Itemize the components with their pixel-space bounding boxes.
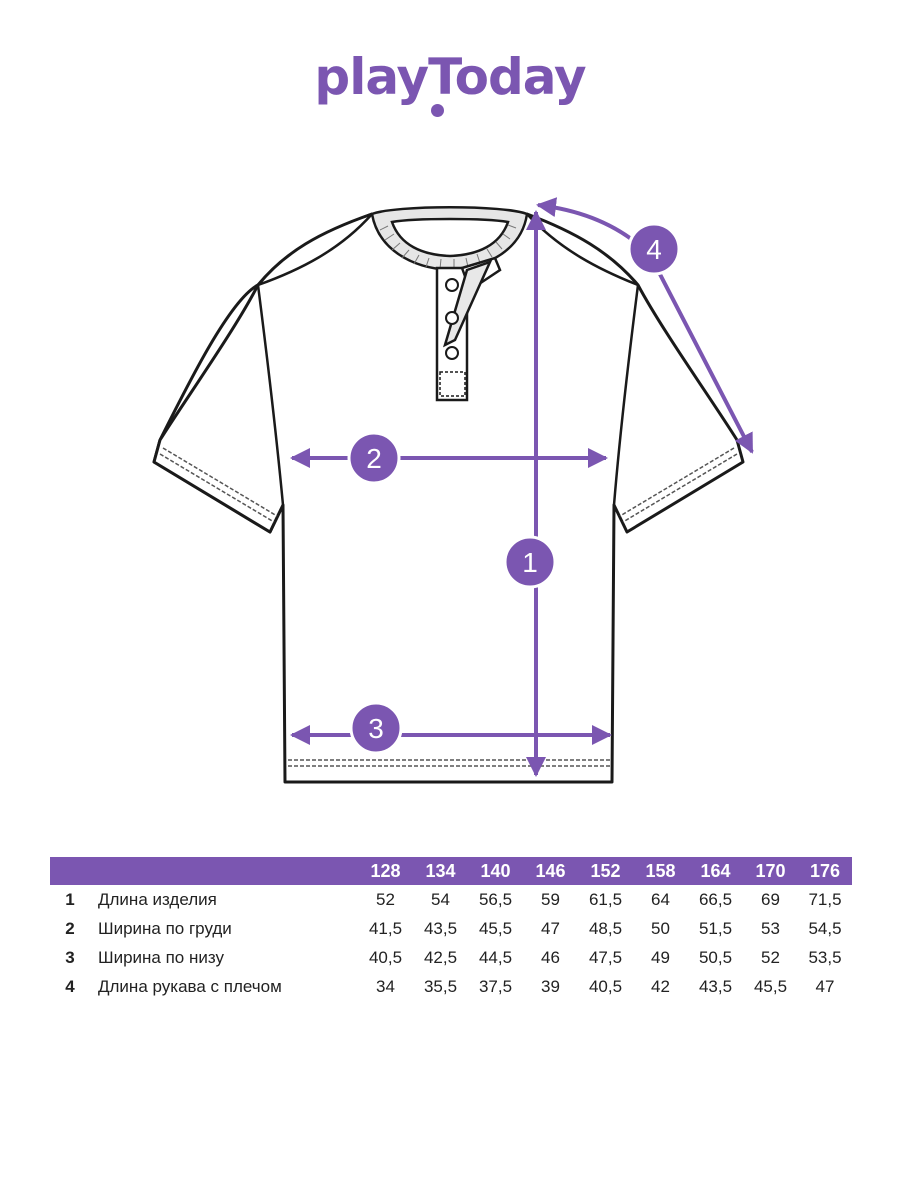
size-table: 128 134 140 146 152 158 164 170 176 1 Дл…: [50, 857, 852, 1001]
table-cell: 40,5: [368, 947, 403, 967]
table-cell: 51,5: [698, 918, 733, 938]
table-cell: 47: [815, 976, 835, 996]
table-cell: 52: [761, 947, 780, 967]
marker-4-label: 4: [646, 234, 662, 265]
size-header: 176: [798, 857, 852, 885]
table-cell: 50: [651, 918, 670, 938]
logo-dot: [431, 104, 444, 117]
table-cell: 53,5: [808, 947, 842, 967]
table-cell: 43,5: [423, 918, 458, 938]
table-cell: 66,5: [698, 889, 733, 909]
table-cell: 37,5: [478, 976, 513, 996]
table-cell: 64: [651, 889, 670, 909]
table-cell: 46: [541, 947, 560, 967]
table-cell: 61,5: [588, 889, 623, 909]
header-blank: [50, 857, 90, 885]
marker-3-label: 3: [368, 713, 384, 744]
placket: [435, 256, 502, 402]
table-cell: 49: [651, 947, 670, 967]
row-number: 4: [65, 976, 75, 996]
row-label: Ширина по низу: [98, 947, 224, 967]
row-number: 2: [65, 918, 75, 938]
table-row: 2 Ширина по груди 41,5 43,5 45,5 47 48,5…: [50, 914, 852, 943]
buttons: [445, 278, 459, 360]
table-cell: 69: [761, 889, 780, 909]
marker-1-label: 1: [522, 547, 538, 578]
table-cell: 43,5: [698, 976, 733, 996]
size-header: 158: [633, 857, 688, 885]
size-header: 128: [358, 857, 413, 885]
table-cell: 47,5: [588, 947, 623, 967]
table-cell: 50,5: [698, 947, 733, 967]
table-cell: 71,5: [808, 889, 842, 909]
size-header: 170: [743, 857, 798, 885]
size-header: 134: [413, 857, 468, 885]
size-header-row: 128 134 140 146 152 158 164 170 176: [50, 857, 852, 885]
table-cell: 48,5: [588, 918, 623, 938]
marker-4: 4: [627, 222, 681, 276]
table-cell: 44,5: [478, 947, 513, 967]
table-cell: 39: [541, 976, 560, 996]
table-cell: 42: [651, 976, 670, 996]
header-blank: [90, 857, 358, 885]
table-cell: 45,5: [478, 918, 513, 938]
row-label: Длина рукава с плечом: [98, 976, 282, 996]
table-row: 3 Ширина по низу 40,5 42,5 44,5 46 47,5 …: [50, 943, 852, 972]
marker-2-label: 2: [366, 443, 382, 474]
collar: [370, 206, 529, 272]
table-cell: 59: [541, 889, 560, 909]
table-cell: 53: [761, 918, 780, 938]
tshirt-diagram: 1 2 3 4: [152, 197, 754, 784]
size-header: 140: [468, 857, 523, 885]
row-number: 1: [65, 889, 75, 909]
size-header: 146: [523, 857, 578, 885]
marker-3: 3: [349, 701, 403, 755]
row-number: 3: [65, 947, 75, 967]
size-header: 164: [688, 857, 743, 885]
table-cell: 54: [431, 889, 450, 909]
table-cell: 54,5: [808, 918, 842, 938]
table-cell: 42,5: [423, 947, 458, 967]
table-cell: 34: [376, 976, 395, 996]
table-cell: 35,5: [423, 976, 458, 996]
table-cell: 41,5: [368, 918, 403, 938]
table-row: 1 Длина изделия 52 54 56,5 59 61,5 64 66…: [50, 885, 852, 914]
table-cell: 47: [541, 918, 560, 938]
row-label: Ширина по груди: [98, 918, 232, 938]
table-row: 4 Длина рукава с плечом 34 35,5 37,5 39 …: [50, 972, 852, 1001]
size-header: 152: [578, 857, 633, 885]
table-cell: 45,5: [753, 976, 788, 996]
table-cell: 40,5: [588, 976, 623, 996]
marker-1: 1: [503, 535, 557, 589]
row-label: Длина изделия: [98, 889, 217, 909]
table-cell: 56,5: [478, 889, 513, 909]
marker-2: 2: [347, 431, 401, 485]
table-cell: 52: [376, 889, 395, 909]
brand-logo: playToday: [0, 48, 900, 106]
logo-text: playToday: [314, 48, 586, 106]
